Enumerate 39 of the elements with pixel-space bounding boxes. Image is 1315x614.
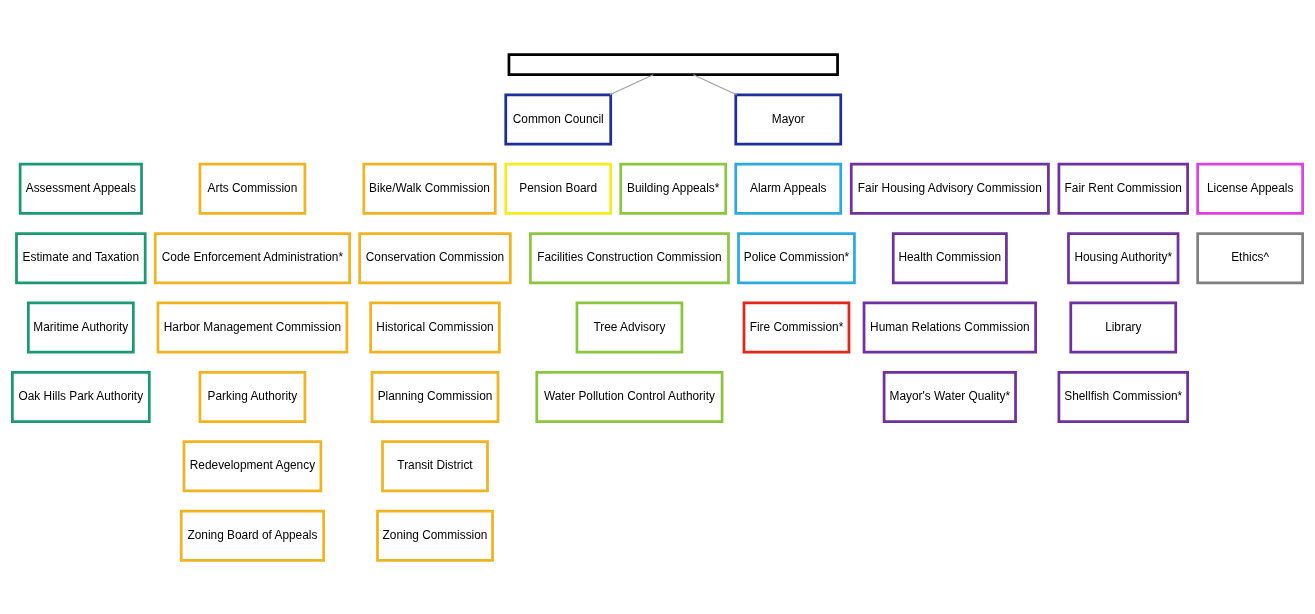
node-box: Common Council <box>504 92 613 145</box>
node-box: Oak Hills Park Authority <box>11 370 151 423</box>
node-box: Historical Commission <box>369 301 501 354</box>
node-box: Health Commission <box>891 231 1008 284</box>
node-box: Planning Commission <box>370 370 500 423</box>
node-box: Ethics^ <box>1196 231 1304 284</box>
node-box: Transit District <box>381 439 489 492</box>
node-box: Redevelopment Agency <box>182 439 323 492</box>
connector <box>609 73 654 95</box>
node-box: Zoning Commission <box>376 509 494 562</box>
node-box: Mayor <box>734 92 843 145</box>
node-box: Housing Authority* <box>1067 231 1180 284</box>
connector <box>692 73 738 95</box>
node-box: Shellfish Commission* <box>1057 370 1189 423</box>
node-box: Zoning Board of Appeals <box>179 509 325 562</box>
node-box: Water Pollution Control Authority <box>535 370 724 423</box>
node-box: Police Commission* <box>737 231 856 284</box>
node-box: Building Appeals* <box>619 162 728 215</box>
node-box: Fair Rent Commission <box>1057 162 1189 215</box>
node-box: Human Relations Commission <box>862 301 1037 354</box>
node-box: Assessment Appeals <box>18 162 143 215</box>
node-box: Harbor Management Commission <box>156 301 349 354</box>
node-box: Alarm Appeals <box>734 162 843 215</box>
node-box: Bike/Walk Commission <box>362 162 497 215</box>
node-box: Library <box>1069 301 1178 354</box>
node-box: Tree Advisory <box>575 301 684 354</box>
node-box: Arts Commission <box>198 162 307 215</box>
node-box: Conservation Commission <box>358 231 512 284</box>
node-box: Mayor's Water Quality* <box>882 370 1017 423</box>
node-box: Fire Commission* <box>742 301 851 354</box>
node-box: License Appeals <box>1196 162 1304 215</box>
node-box <box>507 52 839 76</box>
node-box: Fair Housing Advisory Commission <box>849 162 1050 215</box>
node-box: Estimate and Taxation <box>15 231 147 284</box>
node-box: Maritime Authority <box>26 301 135 354</box>
node-box: Pension Board <box>504 162 613 215</box>
node-box: Code Enforcement Administration* <box>153 231 351 284</box>
node-box: Parking Authority <box>198 370 307 423</box>
node-box: Facilities Construction Commission <box>529 231 730 284</box>
